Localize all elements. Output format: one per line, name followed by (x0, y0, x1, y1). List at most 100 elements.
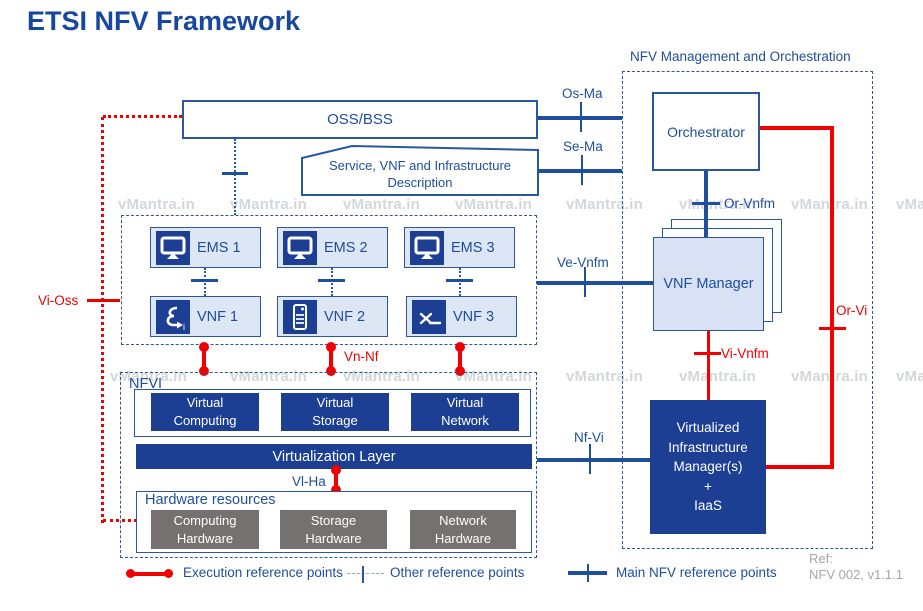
watermark: vMantra.in (566, 196, 644, 213)
vn-nf-connector-3 (458, 346, 462, 372)
vi-oss-line-vertical (101, 117, 104, 523)
ve-vnfm-tick (584, 267, 586, 297)
ems1-vnf1-tick (191, 279, 218, 282)
vl-ha-dot (331, 485, 341, 495)
or-vnfm-tick (692, 202, 720, 205)
watermark: vMantra.in (791, 368, 868, 385)
watermark: vMantra.in (896, 196, 923, 213)
mano-label: NFV Management and Orchestration (630, 49, 851, 64)
svg-text:i: i (183, 322, 185, 332)
orchestrator-label: Orchestrator (667, 123, 745, 140)
vnf-1-label: VNF 1 (197, 308, 239, 325)
virtual-storage-box: Virtual Storage (281, 393, 389, 431)
refpoint-or-vi-label: Or-Vi (836, 303, 868, 318)
nfvi-label: NFVI (129, 376, 163, 392)
ems-1-label: EMS 1 (197, 239, 241, 256)
oss-ems-dotted-line (234, 139, 236, 215)
oss-bss-box: OSS/BSS (182, 100, 538, 139)
vnf-manager-box: VNF Manager (653, 237, 764, 331)
watermark: vMantra.in (455, 196, 533, 213)
monitor-icon (283, 230, 317, 265)
watermark: vMantra.in (343, 196, 421, 213)
legend-other-tick (362, 566, 364, 583)
vi-vnfm-tick (694, 352, 721, 355)
virtual-network-box: Virtual Network (411, 393, 519, 431)
page-title: ETSI NFV Framework (27, 6, 301, 36)
vi-vnfm-line (707, 331, 710, 400)
watermark: vMantra.in (791, 196, 868, 213)
service-description-label: Service, VNF and Infrastructure Descript… (328, 158, 512, 190)
vl-ha-connector (334, 469, 338, 491)
refpoint-ve-vnfm-label: Ve-Vnfm (557, 255, 609, 270)
ems-3-box: EMS 3 (404, 227, 515, 268)
oss-bss-label: OSS/BSS (327, 111, 393, 128)
legend-execution-label: Execution reference points (183, 565, 343, 580)
ems2-vnf2-tick (318, 279, 345, 282)
network-hardware-box: Network Hardware (410, 510, 516, 549)
vi-oss-tick (87, 299, 120, 302)
vn-nf-connector-1 (202, 346, 206, 372)
legend-other-line (347, 573, 384, 574)
hardware-resources-label: Hardware resources (145, 492, 276, 508)
vnf-2-label: VNF 2 (324, 308, 366, 325)
legend-execution-dot (164, 569, 173, 578)
nf-vi-line (537, 458, 650, 462)
ems3-vnf3-dotted-line (459, 268, 461, 296)
se-ma-tick (581, 155, 583, 185)
vnf-1-box: i VNF 1 (150, 296, 261, 337)
os-ma-tick (580, 102, 582, 132)
nfvi-box (120, 372, 537, 558)
computing-hardware-box: Computing Hardware (151, 510, 259, 549)
monitor-icon (410, 230, 444, 265)
mano-box (622, 71, 873, 549)
ems-2-box: EMS 2 (277, 227, 388, 268)
ems-3-label: EMS 3 (451, 239, 495, 256)
legend-execution-dot (126, 569, 135, 578)
refpoint-os-ma-label: Os-Ma (562, 86, 603, 101)
refpoint-vl-ha-label: Vl-Ha (292, 474, 326, 489)
vnf-3-box: VNF 3 (406, 296, 517, 337)
or-vi-tick (819, 327, 846, 330)
nf-vi-tick (589, 444, 591, 474)
ems2-vnf2-dotted-line (331, 268, 333, 296)
reference-note: Ref: NFV 002, v1.1.1 (809, 551, 903, 583)
refpoint-vn-nf-label: Vn-Nf (344, 349, 379, 364)
vnf-2-box: VNF 2 (277, 296, 388, 337)
vn-nf-dot (455, 342, 465, 352)
vn-nf-connector-2 (329, 346, 333, 372)
ve-vnfm-line (537, 281, 653, 285)
or-vi-line-top (760, 126, 834, 130)
se-ma-line (538, 169, 622, 173)
watermark: vMantra.in (896, 368, 923, 385)
legend-main-tick (587, 564, 589, 582)
workflow-icon: i (156, 299, 190, 334)
vnf-3-label: VNF 3 (453, 308, 495, 325)
orchestrator-box: Orchestrator (652, 92, 760, 171)
refpoint-nf-vi-label: Nf-Vi (574, 430, 604, 445)
watermark: vMantra.in (230, 196, 308, 213)
vim-box: Virtualized Infrastructure Manager(s) + … (650, 400, 766, 534)
oss-ems-tick (222, 172, 248, 175)
server-icon (283, 299, 317, 334)
vn-nf-dot (326, 342, 336, 352)
refpoint-or-vnfm-label: Or-Vnfm (724, 196, 776, 211)
ems-1-box: EMS 1 (150, 227, 261, 268)
refpoint-vi-oss-label: Vi-Oss (38, 293, 79, 308)
vn-nf-dot (199, 366, 209, 376)
vnf-manager-label: VNF Manager (663, 276, 754, 292)
vn-nf-dot (455, 366, 465, 376)
vn-nf-dot (326, 366, 336, 376)
legend-execution-line (130, 572, 170, 576)
ems3-vnf3-tick (446, 279, 473, 282)
refpoint-vi-vnfm-label: Vi-Vnfm (721, 346, 769, 361)
ems1-vnf1-dotted-line (204, 268, 206, 296)
watermark: vMantra.in (118, 196, 196, 213)
vn-nf-dot (199, 342, 209, 352)
virtualization-layer-bar: Virtualization Layer (136, 444, 532, 469)
refpoint-se-ma-label: Se-Ma (563, 139, 603, 154)
storage-hardware-box: Storage Hardware (280, 510, 387, 549)
or-vi-line-bottom (766, 465, 834, 469)
watermark: vMantra.in (566, 368, 644, 385)
ems-2-label: EMS 2 (324, 239, 368, 256)
